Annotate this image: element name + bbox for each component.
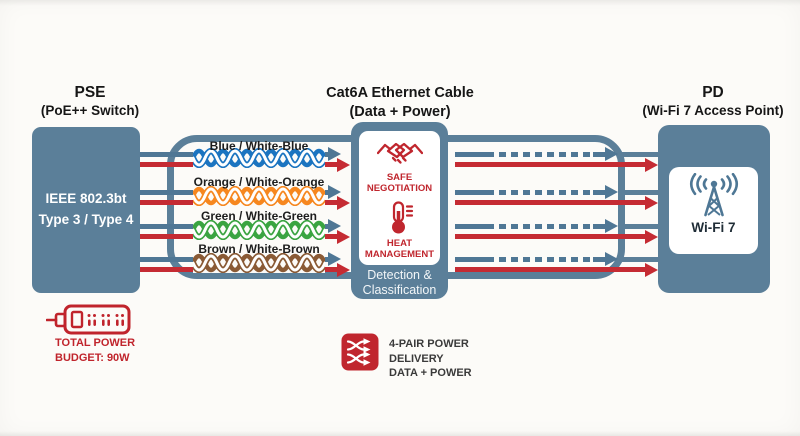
pse-standard: IEEE 802.3bt Type 3 / Type 4 (39, 189, 134, 231)
power-strip-icon (46, 304, 131, 335)
cable-stub (622, 224, 658, 229)
pse-standard-line2: Type 3 / Type 4 (38, 212, 134, 227)
power-arrow-head (645, 196, 658, 210)
data-arrow-head (605, 147, 618, 161)
pd-title: PD (702, 84, 724, 101)
pd-header: PD (Wi-Fi 7 Access Point) (613, 84, 800, 119)
data-arrow (593, 190, 605, 195)
power-arrow (455, 200, 645, 205)
safe-line2: NEGOTIATION (366, 183, 433, 195)
data-arrow-dashed (487, 224, 593, 229)
power-arrow-head (337, 230, 350, 244)
power-arrow-head (337, 196, 350, 210)
data-arrow-head (605, 252, 618, 266)
wifi-antenna-icon (689, 173, 738, 217)
power-arrow-head (645, 230, 658, 244)
pd-subtitle: (Wi-Fi 7 Access Point) (642, 102, 784, 118)
negotiation-card: SAFE NEGOTIATION HEAT MANAGEMENT (359, 131, 440, 265)
data-arrow-head (605, 185, 618, 199)
pair-label-orange: Orange / White-Orange (193, 175, 325, 189)
handshake-icon (376, 142, 423, 164)
data-arrow (455, 190, 487, 195)
cable-stub (622, 152, 658, 157)
power-arrow-head (645, 158, 658, 172)
four-pair-power-label: 4-PAIR POWER DELIVERY DATA + POWER (389, 337, 539, 381)
total-power-budget-label: TOTAL POWER BUDGET: 90W (55, 336, 195, 365)
heat-management-label: HEAT MANAGEMENT (365, 238, 434, 261)
data-arrow (455, 257, 487, 262)
data-arrow (455, 152, 487, 157)
twisted-pair-blue-icon (193, 148, 325, 168)
crossover-arrows-icon (341, 333, 379, 371)
twisted-pair-brown-icon (193, 253, 325, 273)
data-arrow-dashed (487, 152, 593, 157)
cable-stub (622, 190, 658, 195)
heat-line1: HEAT (386, 237, 413, 249)
detection-classification-label: Detection & Classification (351, 268, 448, 299)
power-arrow-head (337, 263, 350, 277)
pair-label-green: Green / White-Green (200, 209, 318, 223)
data-arrow-head (328, 219, 341, 233)
four-pair-line3: DATA + POWER (389, 367, 472, 380)
cable-stub (622, 257, 658, 262)
data-arrow (593, 152, 605, 157)
data-arrow (455, 224, 487, 229)
detection-line1: Detection & (367, 268, 432, 282)
data-arrow-head (328, 185, 341, 199)
cable-header: Cat6A Ethernet Cable (Data + Power) (290, 84, 510, 122)
thermometer-icon (391, 201, 413, 234)
pse-subtitle: (PoE++ Switch) (40, 102, 140, 118)
pse-standard-line1: IEEE 802.3bt (45, 191, 127, 207)
cable-subtitle: (Data + Power) (349, 103, 451, 120)
data-arrow-dashed (487, 257, 593, 262)
data-arrow (593, 257, 605, 262)
cable-title: Cat6A Ethernet Cable (326, 85, 474, 101)
heat-line2: MANAGEMENT (364, 249, 435, 261)
pair-label-brown: Brown / White-Brown (198, 242, 320, 256)
four-pair-line2: DELIVERY (389, 352, 444, 365)
data-arrow-head (605, 219, 618, 233)
power-arrow-head (645, 263, 658, 277)
pair-label-blue: Blue / White-Blue (209, 139, 309, 153)
pse-header: PSE (PoE++ Switch) (10, 84, 170, 119)
pd-device-label: Wi-Fi 7 (691, 220, 736, 235)
pd-card: Wi-Fi 7 (669, 167, 758, 254)
safe-negotiation-label: SAFE NEGOTIATION (367, 172, 432, 195)
safe-line1: SAFE (386, 172, 413, 183)
pse-title: PSE (74, 84, 106, 101)
twisted-pair-green-icon (193, 220, 325, 240)
power-arrow (455, 234, 645, 239)
data-arrow-head (328, 252, 341, 266)
data-arrow-dashed (487, 190, 593, 195)
negotiation-box: SAFE NEGOTIATION HEAT MANAGEMENT Detecti… (351, 122, 448, 299)
pd-box: Wi-Fi 7 (658, 125, 770, 293)
power-arrow-head (337, 158, 350, 172)
power-line1: TOTAL POWER (55, 337, 136, 349)
power-line2: BUDGET: 90W (55, 351, 130, 364)
power-arrow (455, 267, 645, 272)
four-pair-line1: 4-PAIR POWER (389, 338, 469, 350)
detection-line2: Classification (362, 283, 437, 298)
power-arrow (455, 162, 645, 167)
twisted-pair-orange-icon (193, 186, 325, 206)
pse-box: IEEE 802.3bt Type 3 / Type 4 (32, 127, 140, 293)
data-arrow-head (328, 147, 341, 161)
data-arrow (593, 224, 605, 229)
